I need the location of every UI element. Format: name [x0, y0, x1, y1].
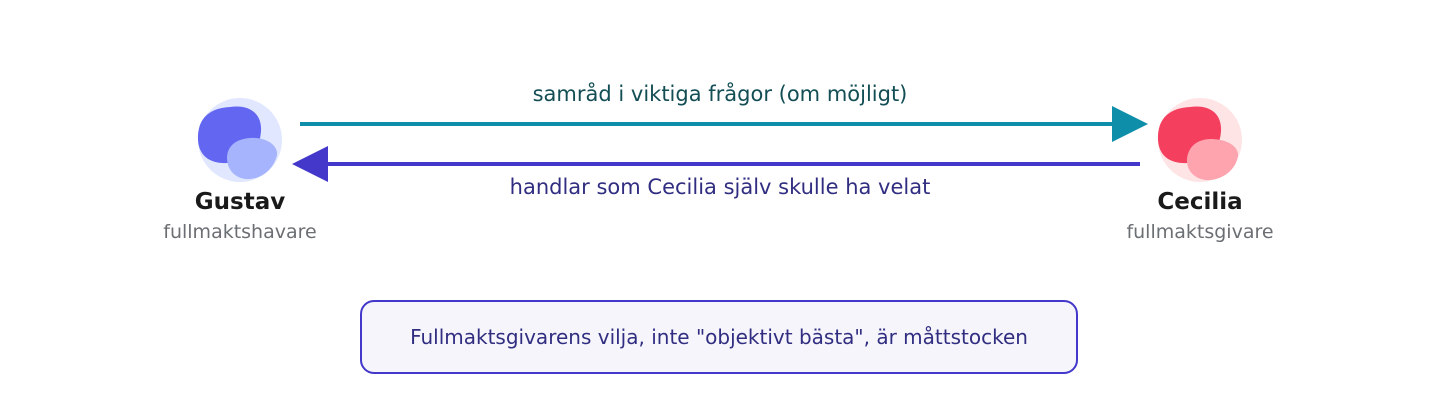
principle-note-text: Fullmaktsgivarens vilja, inte "objektivt… — [410, 325, 1028, 349]
gustav-role: fullmaktshavare — [163, 221, 317, 243]
acting-arrow — [292, 146, 1140, 182]
gustav-name: Gustav — [194, 189, 286, 215]
gustav-party: Gustav fullmaktshavare — [120, 189, 360, 243]
principle-note: Fullmaktsgivarens vilja, inte "objektivt… — [360, 300, 1078, 374]
cecilia-party: Cecilia fullmaktsgivare — [1080, 189, 1320, 243]
acting-arrow-label: handlar som Cecilia själv skulle ha vela… — [509, 175, 931, 199]
cecilia-role: fullmaktsgivare — [1126, 221, 1274, 243]
gustav-avatar-icon — [197, 98, 282, 182]
consultation-arrow-label: samråd i viktiga frågor (om möjligt) — [532, 82, 908, 106]
cecilia-avatar-icon — [1157, 98, 1242, 182]
cecilia-name: Cecilia — [1157, 189, 1243, 215]
consultation-arrow — [300, 106, 1148, 142]
